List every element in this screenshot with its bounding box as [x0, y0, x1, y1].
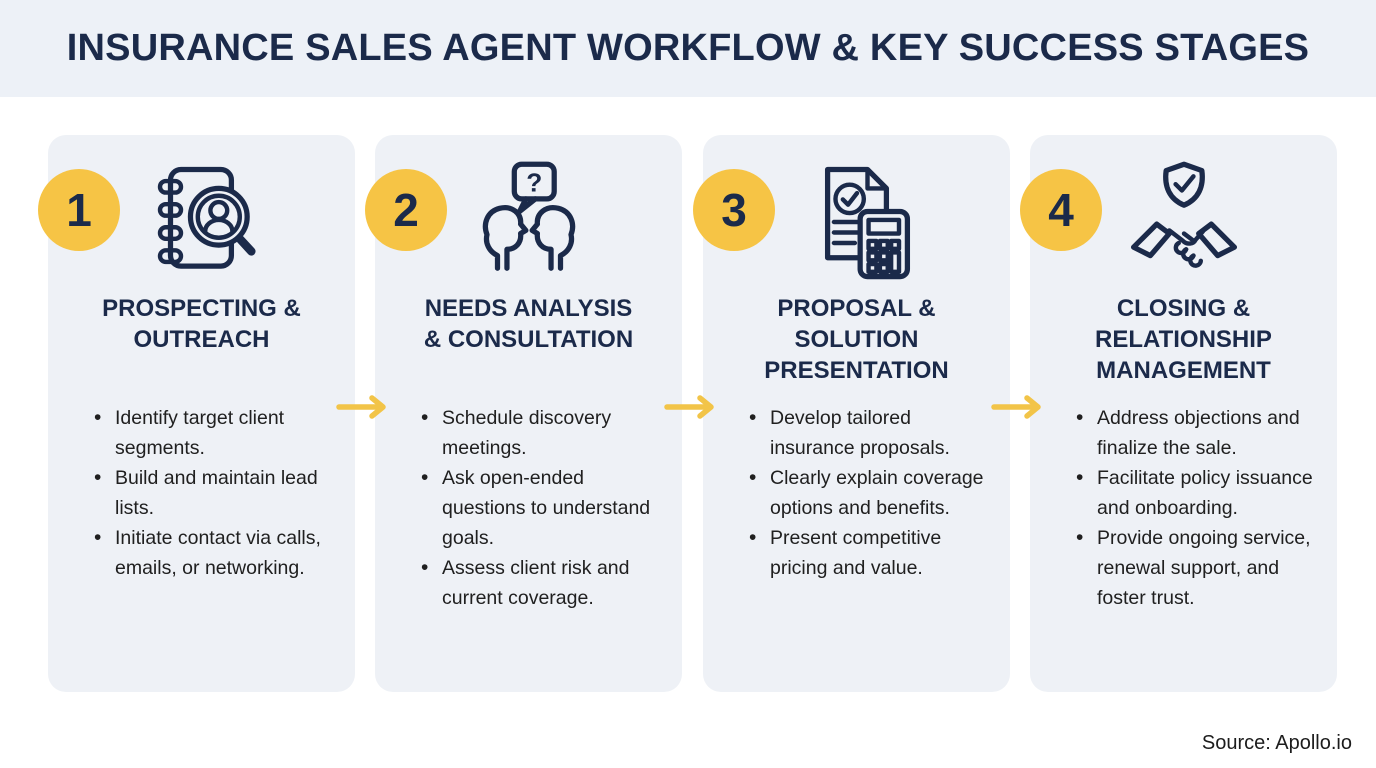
bullet-item: Develop tailored insurance proposals. — [749, 403, 997, 463]
stage-card-proposal: 3 PROPOSAL & SOLUTI — [693, 135, 1010, 692]
stage-number-badge: 1 — [38, 169, 120, 251]
stage-title: NEEDS ANALYSIS & CONSULTATION — [423, 295, 634, 353]
bullet-item: Build and maintain lead lists. — [94, 463, 342, 523]
stage-number-badge: 2 — [365, 169, 447, 251]
svg-text:?: ? — [526, 168, 542, 198]
page-title: INSURANCE SALES AGENT WORKFLOW & KEY SUC… — [66, 27, 1310, 69]
bullet-item: Present competitive pricing and value. — [749, 523, 997, 583]
bullet-item: Identify target client segments. — [94, 403, 342, 463]
bullet-item: Clearly explain coverage options and ben… — [749, 463, 997, 523]
document-calculator-icon — [824, 166, 910, 280]
stage-bullet-list: Identify target client segments. Build a… — [94, 403, 342, 583]
header-band: INSURANCE SALES AGENT WORKFLOW & KEY SUC… — [0, 0, 1376, 97]
stage-card-prospecting: 1 PROSPECTING & OUTREACH Identify target… — [38, 135, 355, 692]
stage-bullet-list: Address objections and finalize the sale… — [1076, 403, 1324, 613]
stage-bullet-list: Develop tailored insurance proposals. Cl… — [749, 403, 997, 583]
stage-card-needs-analysis: 2 ? NEEDS ANALYSIS & CONSULTATION Schedu… — [365, 135, 682, 692]
stage-title: PROPOSAL & SOLUTION PRESENTATION — [764, 295, 949, 384]
stage-bullet-list: Schedule discovery meetings. Ask open-en… — [421, 403, 669, 613]
bullet-item: Initiate contact via calls, emails, or n… — [94, 523, 342, 583]
bullet-item: Facilitate policy issuance and onboardin… — [1076, 463, 1324, 523]
contact-book-magnifier-icon — [157, 166, 256, 269]
stage-title: PROSPECTING & OUTREACH — [102, 295, 301, 353]
stage-number-badge: 3 — [693, 169, 775, 251]
bullet-item: Ask open-ended questions to understand g… — [421, 463, 669, 553]
bullet-item: Address objections and finalize the sale… — [1076, 403, 1324, 463]
shield-handshake-icon — [1130, 161, 1237, 268]
bullet-item: Provide ongoing service, renewal support… — [1076, 523, 1324, 613]
stage-number-badge: 4 — [1020, 169, 1102, 251]
bullet-item: Schedule discovery meetings. — [421, 403, 669, 463]
flow-arrow-icon — [991, 395, 1041, 419]
stage-title: CLOSING & RELATIONSHIP MANAGEMENT — [1095, 295, 1272, 384]
flow-arrow-icon — [664, 395, 714, 419]
conversation-question-icon: ? — [482, 161, 575, 271]
flow-arrow-icon — [336, 395, 386, 419]
source-attribution: Source: Apollo.io — [1201, 732, 1352, 754]
stage-card-closing: 4 CLOSING & RELATIONSHIP MANAGEMENT Addr… — [1020, 135, 1337, 692]
bullet-item: Assess client risk and current coverage. — [421, 553, 669, 613]
